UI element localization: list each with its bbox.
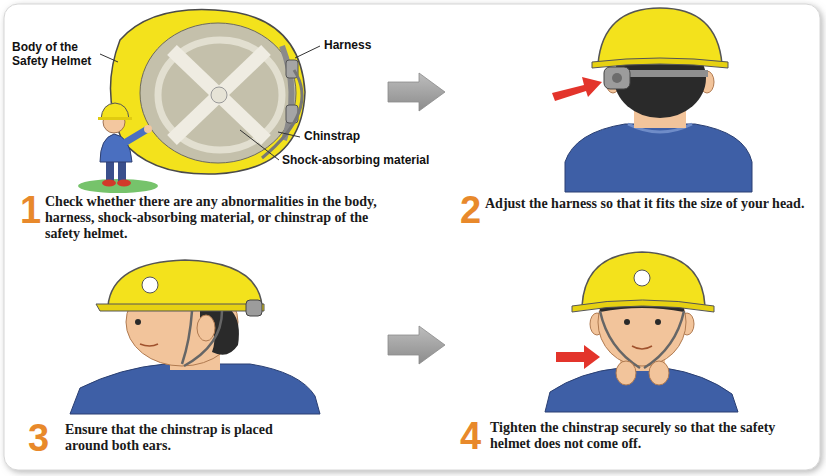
leader-line	[100, 54, 118, 62]
helmet	[582, 252, 705, 306]
eye	[135, 319, 141, 325]
step-panel: 4Tighten the chinstrap securely so that …	[448, 262, 818, 468]
small-helmet	[101, 103, 129, 119]
shock-strap	[172, 50, 266, 140]
pointer-arrow	[556, 345, 600, 369]
headband	[158, 40, 282, 150]
helmet-logo	[142, 277, 158, 293]
front-view-figure	[545, 252, 738, 412]
step-panel: 2Adjust the harness so that it fits the …	[448, 8, 818, 258]
chinstrap-line	[184, 311, 222, 366]
step-instruction: Adjust the harness so that it fits the s…	[485, 196, 807, 212]
leader-line	[295, 46, 320, 58]
hand	[144, 125, 152, 133]
part-label: Body of the Safety Helmet	[12, 40, 104, 68]
hand	[649, 361, 669, 385]
label-slot: Harness	[324, 38, 414, 52]
text-slot: 3	[28, 418, 58, 458]
side-view-figure	[70, 260, 320, 414]
helmet-logo	[634, 270, 650, 286]
text-slot: 4	[460, 416, 488, 456]
shirt	[70, 364, 320, 414]
chinstrap-line	[644, 311, 684, 368]
label-slot: Body of the Safety Helmet	[12, 40, 104, 68]
strap-cross	[211, 87, 227, 103]
helmet-brim	[98, 117, 132, 120]
step-instruction: Check whether there are any abnormalitie…	[45, 194, 381, 242]
helmet	[598, 8, 722, 64]
leader-line	[278, 132, 300, 137]
step-panel: 3Ensure that the chinstrap is placed aro…	[8, 262, 385, 468]
text-slot: Tighten the chinstrap securely so that t…	[490, 420, 808, 452]
helmet-brim	[96, 304, 264, 311]
helmet-interior	[110, 10, 305, 175]
text-slot: Adjust the harness so that it fits the s…	[485, 196, 807, 212]
step-number: 3	[28, 418, 58, 458]
label-slot: Shock-absorbing material	[282, 153, 462, 167]
label-slot: Chinstrap	[304, 129, 394, 143]
harness-knob	[604, 67, 630, 89]
shoe	[102, 180, 116, 187]
chinstrap-line	[182, 311, 192, 364]
text-slot: 1	[20, 190, 46, 230]
shirt	[545, 368, 738, 412]
ear	[197, 315, 215, 341]
step-instruction: Ensure that the chinstrap is placed arou…	[65, 422, 315, 454]
pointer-arrow	[552, 77, 602, 101]
text-slot: Ensure that the chinstrap is placed arou…	[65, 422, 315, 454]
child-figure	[78, 103, 158, 193]
helmet	[108, 260, 262, 306]
eye	[624, 319, 630, 325]
text-slot: Check whether there are any abnormalitie…	[45, 194, 381, 242]
step-number: 4	[460, 416, 488, 456]
part-label: Harness	[324, 38, 414, 52]
eye	[655, 319, 661, 325]
part-label: Chinstrap	[304, 129, 394, 143]
card	[4, 4, 820, 470]
flow-arrow	[388, 73, 445, 111]
harness-knob	[246, 300, 262, 316]
part-label: Shock-absorbing material	[282, 153, 462, 167]
leader-line	[240, 130, 279, 160]
knob-center	[612, 73, 622, 83]
step-instruction: Tighten the chinstrap securely so that t…	[490, 420, 808, 452]
arm	[126, 130, 146, 142]
shirt	[565, 124, 752, 192]
flow-arrow	[388, 326, 445, 364]
leader-lines	[100, 46, 320, 160]
shock-strap	[172, 50, 266, 140]
chinstrap-line	[262, 70, 302, 158]
step-number: 2	[460, 190, 486, 230]
step-number: 1	[20, 190, 46, 230]
hand	[616, 361, 636, 385]
helmet-inside	[140, 23, 296, 163]
helmet-brim	[572, 300, 714, 312]
text-slot: 2	[460, 190, 486, 230]
chinstrap-line	[600, 311, 640, 368]
back-view-figure	[552, 8, 752, 192]
mouth	[140, 344, 158, 346]
mouth	[632, 346, 652, 349]
helmet-shell	[110, 10, 305, 175]
shoe	[117, 180, 131, 187]
